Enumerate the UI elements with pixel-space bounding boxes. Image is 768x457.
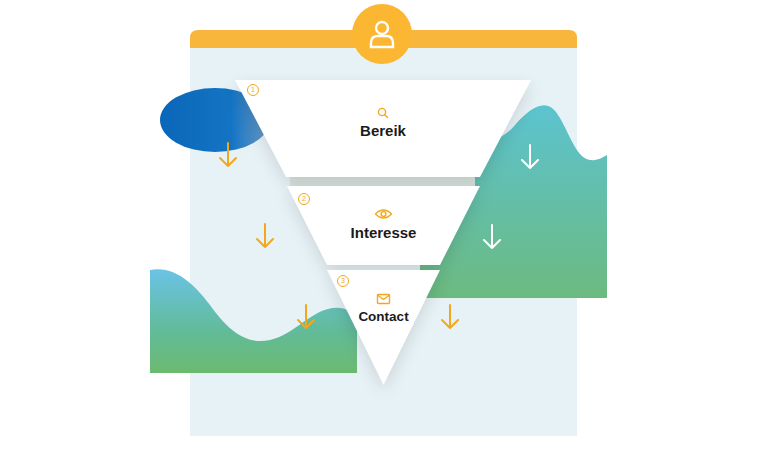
person-icon (371, 22, 393, 47)
person-body (371, 36, 393, 47)
funnel-stage-box: Contact (327, 270, 440, 385)
flow-arrows-light (484, 145, 538, 248)
stage-label: Bereik (235, 122, 531, 139)
down-arrow (220, 143, 236, 166)
down-arrow (257, 224, 273, 247)
funnel-stage-box: Bereik (235, 80, 531, 177)
down-arrow (298, 305, 314, 328)
down-arrow (442, 305, 458, 328)
down-arrow (522, 145, 538, 168)
left-hill (150, 269, 357, 373)
funnel-stage-box: Interesse (287, 186, 480, 265)
search-icon (378, 108, 387, 117)
person-head (376, 22, 388, 34)
eye-icon (376, 210, 392, 218)
funnel-segment (327, 270, 440, 385)
down-arrow (484, 225, 500, 248)
callout-number: 1 (247, 84, 259, 96)
callout-number: 3 (337, 275, 349, 287)
funnel-segment (235, 80, 531, 177)
callout-number: 2 (298, 193, 310, 205)
funnel-segment (287, 186, 480, 265)
stage-label: Contact (327, 309, 440, 324)
user-badge (352, 4, 412, 64)
funnel-segment-shape (327, 270, 440, 385)
mail-icon (378, 295, 390, 304)
stage-label: Interesse (287, 224, 480, 241)
